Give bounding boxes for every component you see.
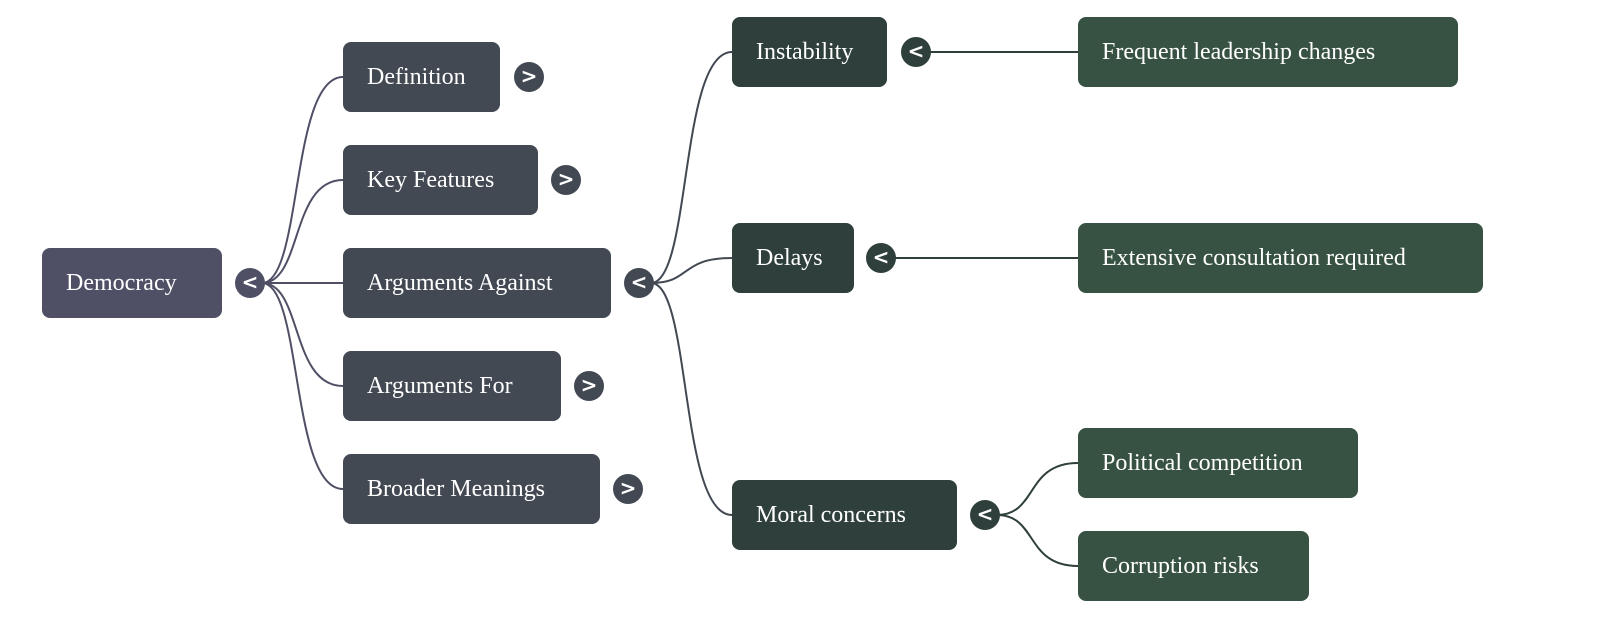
connector-moral-concerns-political-competition bbox=[996, 462, 1079, 516]
node-moral-concerns[interactable]: Moral concerns bbox=[732, 480, 957, 550]
connector-arguments-against-moral-concerns bbox=[650, 282, 733, 516]
collapse-toggle-moral-concerns[interactable]: < bbox=[970, 500, 1000, 530]
node-instability[interactable]: Instability bbox=[732, 17, 887, 87]
expand-toggle-broader-meanings[interactable]: > bbox=[613, 474, 643, 504]
connector-moral-concerns-corruption-risks bbox=[996, 514, 1079, 567]
node-key-features[interactable]: Key Features bbox=[343, 145, 538, 215]
collapse-toggle-arguments-against[interactable]: < bbox=[624, 268, 654, 298]
collapse-toggle-democracy[interactable]: < bbox=[235, 268, 265, 298]
connector-democracy-arguments-for bbox=[261, 282, 344, 387]
connector-arguments-against-instability bbox=[650, 51, 733, 284]
node-political-competition[interactable]: Political competition bbox=[1078, 428, 1358, 498]
node-extensive-consultation-required[interactable]: Extensive consultation required bbox=[1078, 223, 1483, 293]
node-arguments-against[interactable]: Arguments Against bbox=[343, 248, 611, 318]
node-frequent-leadership-changes[interactable]: Frequent leadership changes bbox=[1078, 17, 1458, 87]
connector-democracy-key-features bbox=[261, 179, 344, 284]
connector-arguments-against-delays bbox=[650, 257, 733, 284]
collapse-toggle-instability[interactable]: < bbox=[901, 37, 931, 67]
node-broader-meanings[interactable]: Broader Meanings bbox=[343, 454, 600, 524]
expand-toggle-key-features[interactable]: > bbox=[551, 165, 581, 195]
node-definition[interactable]: Definition bbox=[343, 42, 500, 112]
collapse-toggle-delays[interactable]: < bbox=[866, 243, 896, 273]
connector-democracy-definition bbox=[261, 76, 344, 284]
node-corruption-risks[interactable]: Corruption risks bbox=[1078, 531, 1309, 601]
expand-toggle-definition[interactable]: > bbox=[514, 62, 544, 92]
node-delays[interactable]: Delays bbox=[732, 223, 854, 293]
connector-democracy-broader-meanings bbox=[261, 282, 344, 490]
node-arguments-for[interactable]: Arguments For bbox=[343, 351, 561, 421]
expand-toggle-arguments-for[interactable]: > bbox=[574, 371, 604, 401]
node-democracy[interactable]: Democracy bbox=[42, 248, 222, 318]
